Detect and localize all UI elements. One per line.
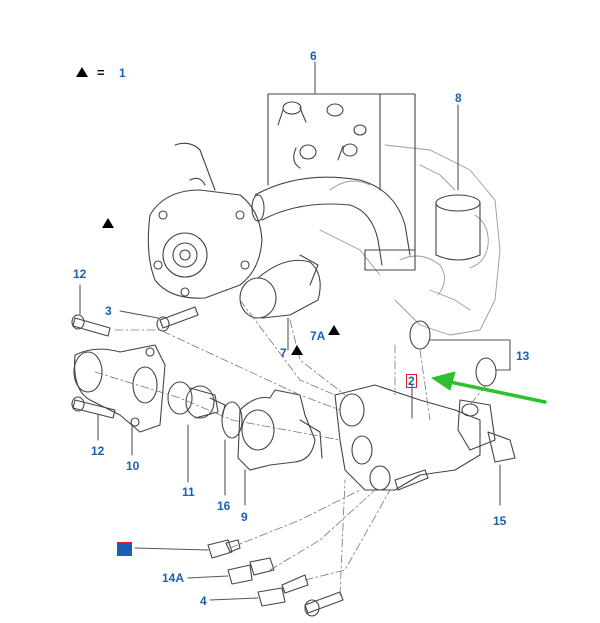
- green-arrow-icon: [431, 371, 547, 404]
- bolts: [71, 284, 199, 441]
- lower-hose: [239, 254, 321, 351]
- legend-equals: =: [97, 65, 105, 80]
- callout-14a: 14A: [162, 571, 185, 585]
- callout-8: 8: [455, 91, 462, 105]
- filled-triangle-icon: [328, 325, 340, 335]
- callout-7a: 7A: [310, 329, 326, 343]
- callout-3: 3: [105, 304, 112, 318]
- callout-11: 11: [182, 485, 195, 499]
- coolant-outlet-housing: [334, 384, 481, 491]
- callout-12-lower: 12: [91, 444, 105, 458]
- hose-detail-box: [267, 61, 416, 251]
- callout-14: 14: [117, 542, 133, 556]
- sensors-and-bolt: [134, 539, 344, 617]
- filled-triangle-icon: [76, 67, 88, 77]
- callout-16: 16: [217, 499, 231, 513]
- temperature-sensor: [457, 399, 516, 506]
- callout-9: 9: [241, 510, 248, 524]
- o-rings: [409, 320, 511, 387]
- engine-block-outline: [319, 144, 501, 336]
- filled-triangle-icon: [291, 345, 303, 355]
- legend-value: 1: [119, 66, 126, 80]
- callout-4: 4: [200, 594, 207, 608]
- water-pump: [147, 142, 263, 299]
- pipe-fitting: [435, 104, 481, 261]
- filled-triangle-icon: [102, 218, 114, 228]
- callout-2: 2: [406, 374, 417, 388]
- flange-housing: [73, 344, 166, 456]
- callout-10: 10: [126, 459, 140, 473]
- callout-6: 6: [310, 49, 317, 63]
- thermostat-housing: [221, 389, 323, 506]
- callout-7: 7: [280, 346, 287, 360]
- callout-13: 13: [516, 349, 530, 363]
- upper-coolant-hose: [251, 176, 416, 271]
- callout-15: 15: [493, 514, 507, 528]
- callout-12-upper: 12: [73, 267, 87, 281]
